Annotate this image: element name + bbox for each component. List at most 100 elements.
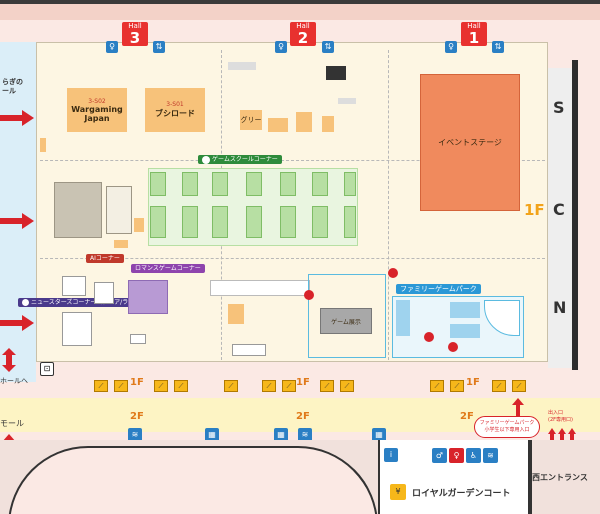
family-park-pill[interactable]: ファミリーゲームパーク xyxy=(396,284,481,294)
exit-label: 出入口 (2F専用口) xyxy=(548,410,573,423)
male-toilet-icon: ♂ xyxy=(432,448,447,463)
booth-small[interactable] xyxy=(322,116,334,132)
school-booth[interactable] xyxy=(344,172,356,196)
up-arrow-icon xyxy=(512,398,524,416)
west-entrance-label: 西エントランス xyxy=(532,473,588,482)
news-star-badge-icon xyxy=(22,299,29,306)
school-booth[interactable] xyxy=(280,172,296,196)
booth-small[interactable] xyxy=(40,138,46,152)
booth-small[interactable] xyxy=(296,112,312,132)
escalator-icon[interactable]: ⟋ xyxy=(224,380,238,392)
booth-white[interactable] xyxy=(232,344,266,356)
family-entrance-note[interactable]: ファミリーゲームパーク 小学生以下専用入口 xyxy=(474,416,540,438)
booth-dark[interactable] xyxy=(326,66,346,80)
booth-bushiroad-code: 3-S01 xyxy=(166,101,184,108)
stairs-icon[interactable]: ⟋ xyxy=(114,380,128,392)
booth-small[interactable] xyxy=(134,218,144,232)
info-icon: i xyxy=(384,448,398,462)
hall-3-label: Hall xyxy=(128,22,142,30)
right-wall-lower xyxy=(528,440,532,514)
school-booth[interactable] xyxy=(182,206,198,238)
hall-3-number: 3 xyxy=(129,29,141,47)
game-school-label: ゲームスクールコーナー xyxy=(212,156,278,163)
stairs-icon[interactable]: ⟋ xyxy=(282,380,296,392)
booth-purple[interactable] xyxy=(128,280,168,314)
booth-white[interactable] xyxy=(210,280,310,296)
stairs-icon[interactable]: ⟋ xyxy=(512,380,526,392)
booth-game-stage[interactable]: ゲーム展示 xyxy=(320,308,372,334)
lower-building-outline xyxy=(8,446,378,514)
escalator-icon[interactable]: ⟋ xyxy=(94,380,108,392)
updown-arrow-icon xyxy=(2,348,16,372)
school-booth[interactable] xyxy=(344,206,356,238)
wheelchair-icon: ♿ xyxy=(466,448,481,463)
elevator-icon: ⇅ xyxy=(322,41,334,53)
event-stage[interactable]: イベントステージ xyxy=(420,74,520,211)
news-star-label: ニュースターズコーナー（アジア/ラテン） xyxy=(31,299,147,306)
family-booth[interactable] xyxy=(396,300,410,336)
booth-white[interactable] xyxy=(94,282,114,304)
romance-corner-pill[interactable]: ロマンスゲームコーナー xyxy=(131,264,205,273)
school-booth[interactable] xyxy=(150,172,166,196)
news-star-pill[interactable]: ニュースターズコーナー（アジア/ラテン） xyxy=(18,298,151,307)
booth-bushiroad[interactable]: 3-S01 ブシロード xyxy=(145,88,205,132)
family-booth[interactable] xyxy=(450,324,480,338)
marker-icon xyxy=(304,290,314,300)
floor-1f-label: 1F xyxy=(296,377,310,388)
school-booth[interactable] xyxy=(212,206,228,238)
floor-2f-label: 2F xyxy=(130,411,144,422)
escalator-icon[interactable]: ⟋ xyxy=(320,380,334,392)
floor-2f-label: 2F xyxy=(296,411,310,422)
school-booth[interactable] xyxy=(246,206,262,238)
elevator-icon: ⇅ xyxy=(492,41,504,53)
escalator-icon[interactable]: ⟋ xyxy=(154,380,168,392)
school-badge-icon xyxy=(202,155,210,164)
floor-1f-label: 1F xyxy=(466,377,480,388)
locker-icon: ▦ xyxy=(205,428,219,442)
ai-corner-pill[interactable]: AIコーナー xyxy=(86,254,124,263)
booth-wargaming[interactable]: 3-S02 Wargaming Japan xyxy=(67,88,127,132)
booth-gree[interactable]: グリー xyxy=(240,110,262,130)
game-school-pill[interactable]: ゲームスクールコーナー xyxy=(198,155,282,164)
family-booth[interactable] xyxy=(450,302,480,318)
to-hall-label: ホールへ xyxy=(0,377,28,385)
booth-small[interactable] xyxy=(268,118,288,132)
booth-gray[interactable] xyxy=(106,186,132,234)
booth-white[interactable] xyxy=(62,312,92,346)
school-booth[interactable] xyxy=(246,172,262,196)
hall-1-number: 1 xyxy=(468,29,480,47)
hall-1-label: Hall xyxy=(467,22,481,30)
left-corridor xyxy=(0,42,36,362)
locker-icon: ▦ xyxy=(372,428,386,442)
escalator-icon[interactable]: ⟋ xyxy=(492,380,506,392)
row-divider-c-n xyxy=(40,258,545,259)
booth-white[interactable] xyxy=(62,276,86,296)
escalator-icon[interactable]: ⟋ xyxy=(262,380,276,392)
booth-small[interactable] xyxy=(228,304,244,324)
school-booth[interactable] xyxy=(312,206,328,238)
hall-2-label: Hall xyxy=(296,22,310,30)
booth-small[interactable] xyxy=(114,240,128,248)
stairs-icon[interactable]: ⟋ xyxy=(340,380,354,392)
left-passage-label: らぎの ール xyxy=(2,78,23,95)
booth-white[interactable] xyxy=(130,334,146,344)
ai-corner-label: AIコーナー xyxy=(90,255,120,262)
school-booth[interactable] xyxy=(212,172,228,196)
school-booth[interactable] xyxy=(150,206,166,238)
booth-small[interactable] xyxy=(228,62,256,70)
booth-small[interactable] xyxy=(338,98,356,104)
booth-gray[interactable] xyxy=(54,182,102,238)
event-stage-label: イベントステージ xyxy=(438,138,502,147)
marker-icon xyxy=(448,342,458,352)
escalator-icon[interactable]: ⟋ xyxy=(430,380,444,392)
stairs-icon[interactable]: ⟋ xyxy=(450,380,464,392)
top-wall xyxy=(0,0,600,20)
stairs-icon[interactable]: ⟋ xyxy=(174,380,188,392)
school-booth[interactable] xyxy=(280,206,296,238)
school-booth[interactable] xyxy=(182,172,198,196)
booth-wargaming-code: 3-S02 xyxy=(88,97,106,105)
school-booth[interactable] xyxy=(312,172,328,196)
